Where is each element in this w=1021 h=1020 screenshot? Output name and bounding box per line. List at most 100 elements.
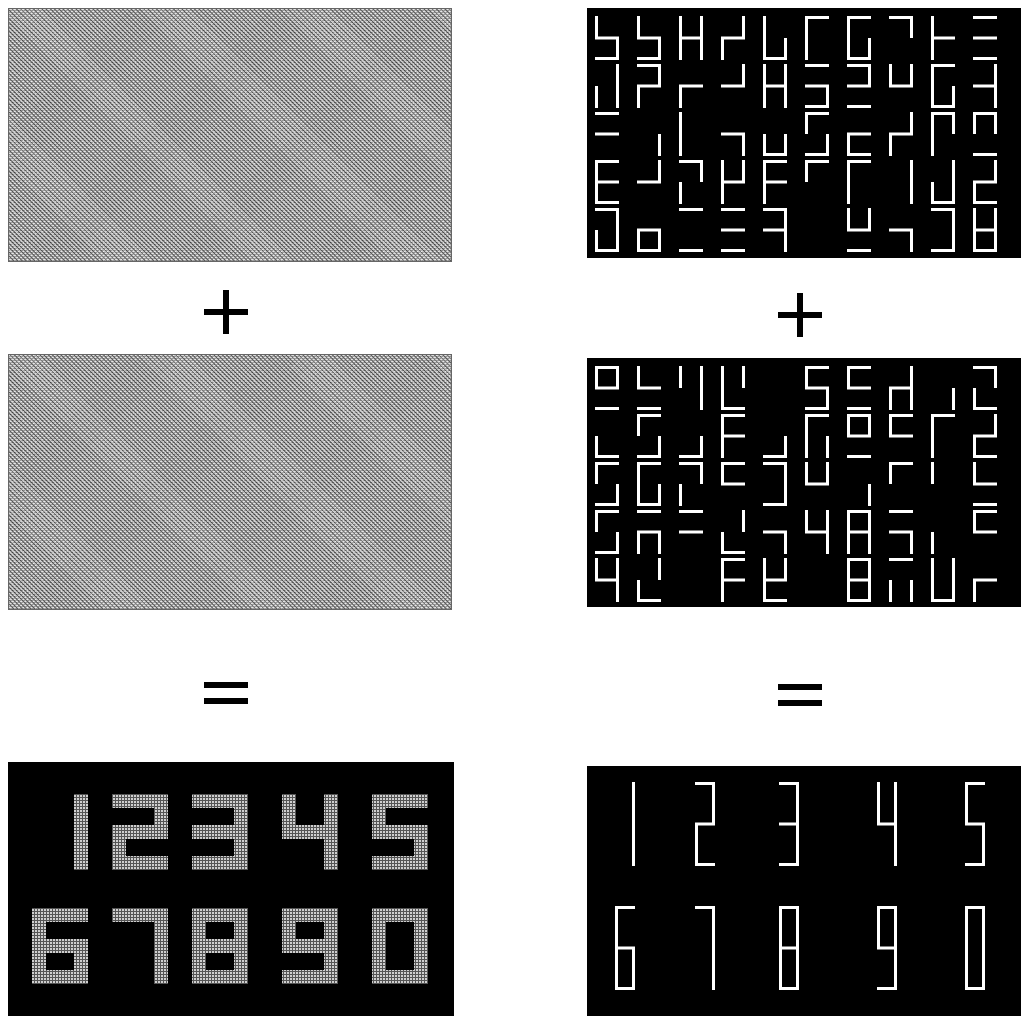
block-digit-2: 2 xyxy=(112,794,168,870)
fragment-c xyxy=(826,86,829,108)
fragment-g xyxy=(973,435,997,438)
fragment-g xyxy=(973,181,997,184)
block-segment-b xyxy=(74,794,88,832)
fragment-d xyxy=(763,57,787,60)
left-plus-operator xyxy=(196,282,256,342)
seven-segment-digit-8: 8 xyxy=(779,906,799,990)
fragment-d xyxy=(847,105,871,108)
fragment-d xyxy=(595,249,619,252)
fragment-f xyxy=(889,462,892,484)
fragment-a xyxy=(763,160,787,163)
fragment-a xyxy=(931,414,955,417)
fragment-g xyxy=(973,85,997,88)
fragment-g xyxy=(973,483,997,486)
segment-d xyxy=(779,863,799,866)
right-share-1-segments xyxy=(587,8,1021,258)
fragment-f xyxy=(595,558,598,580)
fragment-f xyxy=(595,16,598,38)
fragment-c xyxy=(784,134,787,156)
fragment-c xyxy=(826,388,829,410)
fragment-b xyxy=(994,64,997,86)
fragment-f xyxy=(847,366,850,388)
fragment-b xyxy=(742,64,745,86)
fragment-b xyxy=(742,366,745,388)
fragment-a xyxy=(805,160,829,163)
segment-d xyxy=(965,863,985,866)
fragment-f xyxy=(847,414,850,436)
fragment-d xyxy=(763,455,787,458)
segment-c xyxy=(712,948,715,990)
fragment-a xyxy=(847,160,871,163)
fragment-e xyxy=(763,38,766,60)
fragment-f xyxy=(973,208,976,230)
segment-f xyxy=(965,906,968,948)
fragment-b xyxy=(700,462,703,484)
fragment-c xyxy=(826,532,829,554)
fragment-c xyxy=(616,484,619,506)
fragment-e xyxy=(931,436,934,458)
fragment-d xyxy=(763,599,787,602)
fragment-e xyxy=(637,86,640,108)
fragment-e xyxy=(679,182,682,204)
fragment-b xyxy=(616,64,619,86)
fragment-c xyxy=(952,86,955,108)
fragment-f xyxy=(637,414,640,436)
fragment-a xyxy=(679,510,703,513)
fragment-f xyxy=(931,462,934,484)
fragment-e xyxy=(721,182,724,204)
fragment-e xyxy=(679,134,682,156)
fragment-d xyxy=(637,503,661,506)
fragment-c xyxy=(868,38,871,60)
fragment-d xyxy=(763,153,787,156)
fragment-c xyxy=(952,182,955,204)
fragment-d xyxy=(637,57,661,60)
fragment-d xyxy=(595,57,619,60)
segment-c xyxy=(894,824,897,866)
fragment-f xyxy=(931,64,934,86)
fragment-b xyxy=(994,414,997,436)
fragment-f xyxy=(595,462,598,484)
fragment-a xyxy=(721,208,745,211)
fragment-g xyxy=(721,579,745,582)
fragment-e xyxy=(847,532,850,554)
fragment-b xyxy=(616,208,619,230)
fragment-b xyxy=(658,558,661,580)
segment-b xyxy=(796,906,799,948)
fragment-g xyxy=(721,229,745,232)
fragment-a xyxy=(847,558,871,561)
segment-c xyxy=(632,824,635,866)
block-segment-g xyxy=(282,939,338,953)
segment-f xyxy=(779,906,782,948)
fragment-b xyxy=(994,112,997,134)
fragment-g xyxy=(805,483,829,486)
fragment-e xyxy=(931,580,934,602)
fragment-c xyxy=(994,230,997,252)
left-share-1-noise xyxy=(8,8,452,262)
fragment-b xyxy=(616,558,619,580)
fragment-f xyxy=(931,16,934,38)
fragment-e xyxy=(595,230,598,252)
fragment-d xyxy=(931,599,955,602)
fragment-g xyxy=(637,37,661,40)
block-digit-8: 8 xyxy=(192,908,248,984)
fragment-a xyxy=(847,414,871,417)
fragment-c xyxy=(910,388,913,410)
fragment-g xyxy=(847,229,871,232)
fragment-g xyxy=(847,435,871,438)
fragment-g xyxy=(805,387,829,390)
fragment-c xyxy=(616,532,619,554)
fragment-d xyxy=(973,153,997,156)
fragment-f xyxy=(721,414,724,436)
segment-f xyxy=(615,906,618,948)
fragment-f xyxy=(931,414,934,436)
fragment-a xyxy=(889,16,913,19)
left-result-panel: 1234567890 xyxy=(8,762,454,1016)
fragment-e xyxy=(763,134,766,156)
fragment-d xyxy=(931,249,955,252)
segment-d xyxy=(695,863,715,866)
seven-segment-digit-6: 6 xyxy=(615,906,635,990)
fragment-b xyxy=(910,366,913,388)
block-segment-d xyxy=(192,856,248,870)
fragment-c xyxy=(826,436,829,458)
fragment-c xyxy=(952,388,955,410)
